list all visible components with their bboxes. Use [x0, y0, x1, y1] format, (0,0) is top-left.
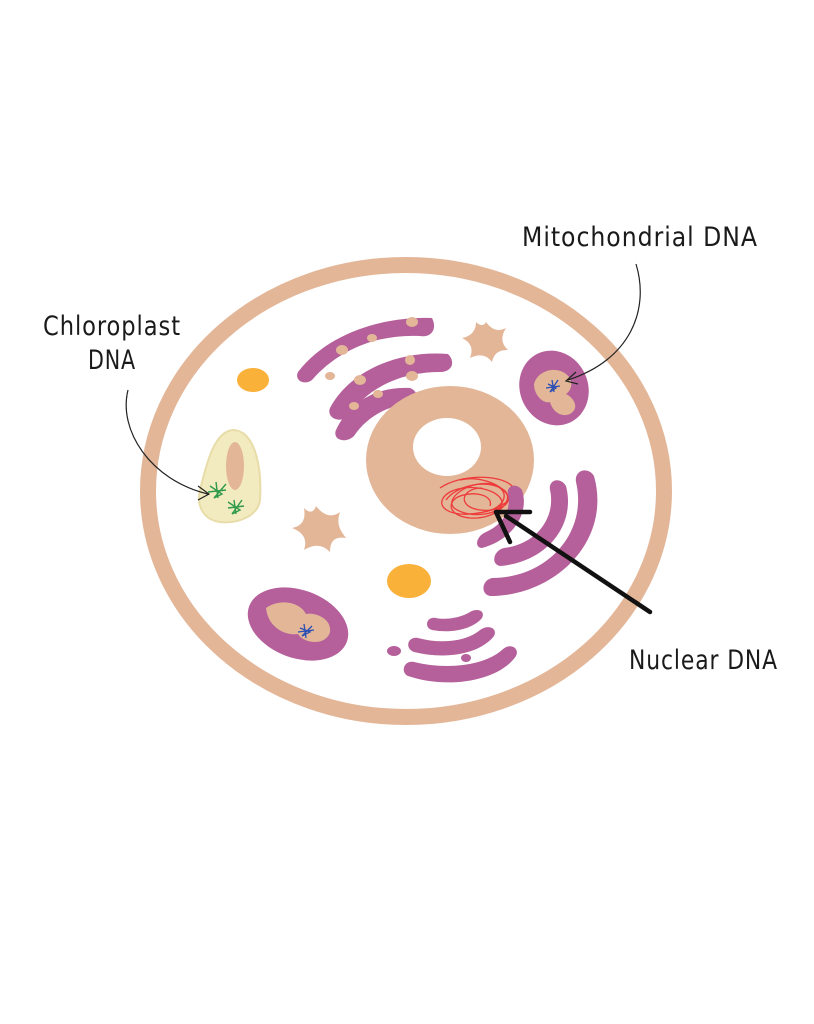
- endoplasmic-reticulum: [477, 470, 598, 596]
- nuclear-pointer: [493, 509, 653, 615]
- chloroplast: [198, 428, 262, 524]
- nucleolus: [413, 418, 481, 476]
- chloroplast-dna: [207, 481, 245, 515]
- mitochondrial-dna-label: Mitochondrial DNA: [522, 222, 758, 253]
- nuclear-dna-label: Nuclear DNA: [629, 645, 778, 676]
- mitochondrial-pointer: [564, 263, 641, 385]
- chloroplast-label-line2: DNA: [88, 345, 136, 376]
- mitochondrial-dna-top: [545, 379, 561, 393]
- centrosome-left: [292, 506, 346, 552]
- vacuole-top-left: [237, 368, 269, 392]
- vacuole-middle: [387, 564, 431, 598]
- golgi-vesicles: [325, 317, 418, 410]
- mitochondrial-dna-bottom: [297, 623, 315, 639]
- chloroplast-pointer: [125, 389, 211, 501]
- cell-membrane: [140, 257, 672, 725]
- chloroplast-label-line1: Chloroplast: [43, 311, 181, 342]
- golgi-bottom: [387, 610, 517, 683]
- centrosome-top: [462, 322, 508, 362]
- mitochondrion-bottom-left: [247, 587, 349, 661]
- golgi-top: [297, 317, 453, 441]
